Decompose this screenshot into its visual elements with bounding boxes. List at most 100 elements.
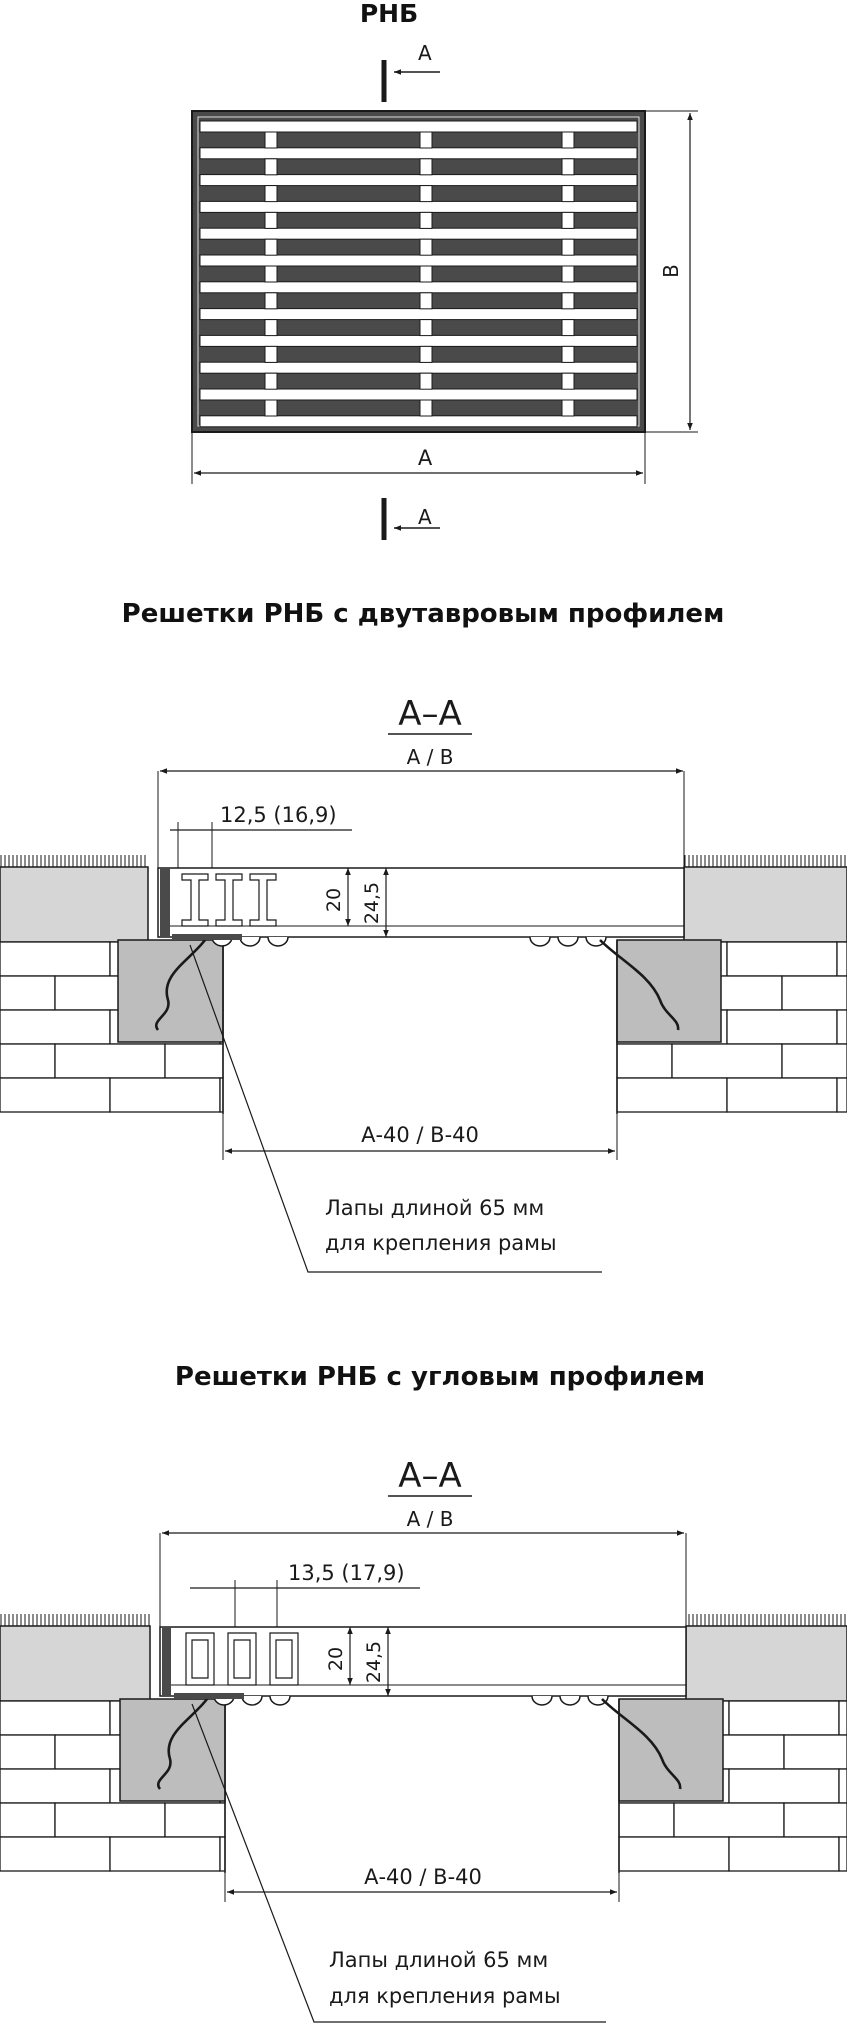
grille-crossbar-segment (264, 345, 278, 363)
section-marker-top-label: А (418, 41, 432, 65)
grille-slat (199, 200, 638, 213)
section1-h1: 20 (323, 888, 345, 912)
grille-crossbar-segment (561, 399, 575, 417)
brick (0, 1768, 111, 1804)
brick (0, 1734, 56, 1770)
lug-clip (557, 936, 579, 947)
grille-slat (199, 254, 638, 267)
section2-opening-dim: А-40 / В-40 (364, 1865, 482, 1889)
section2-fixing-lugs (157, 1693, 682, 1790)
grille-crossbar-segment (561, 265, 575, 283)
dimension-b: В (646, 110, 698, 433)
brick (836, 1077, 847, 1113)
brick (0, 1836, 111, 1872)
section-marker-top: А (381, 41, 440, 102)
brick (783, 1734, 847, 1770)
brick (0, 1009, 111, 1045)
grille-crossbar-segment (264, 292, 278, 310)
grille-crossbar-segment (561, 372, 575, 390)
grille-slat (199, 388, 638, 401)
brick (781, 975, 847, 1011)
grille-crossbar-segment (419, 265, 433, 283)
section2-pitch-dim: 13,5 (17,9) (288, 1561, 405, 1585)
fixing-lug (157, 1698, 209, 1790)
fixing-lug (601, 1698, 682, 1790)
grille-crossbar-segment (419, 319, 433, 337)
grille-crossbar-segment (264, 372, 278, 390)
lug-plate (172, 934, 242, 940)
brick (781, 1043, 847, 1079)
section2-drawing: А–А А / В 13,5 (17,9) 20 24,5 (0, 1456, 847, 2023)
brick (726, 941, 838, 977)
section-marker-bottom-label: А (418, 505, 432, 529)
grille-crossbars (264, 131, 575, 417)
section2-label: А–А (398, 1456, 462, 1496)
grille-crossbar-segment (561, 211, 575, 229)
lug-plate (174, 1693, 244, 1699)
brick (726, 1077, 838, 1113)
brick (0, 1077, 111, 1113)
brick (836, 941, 847, 977)
section1-note-line1: Лапы длиной 65 мм (325, 1196, 544, 1220)
grille-slat (199, 415, 638, 428)
brick (54, 1802, 166, 1838)
grille-frame (191, 110, 646, 433)
grille-crossbar-segment (561, 238, 575, 256)
brick (728, 1700, 840, 1736)
grille-crossbar-segment (264, 131, 278, 149)
section1-note-line2: для крепления рамы (325, 1231, 557, 1255)
grille-slat (199, 334, 638, 347)
brick (0, 941, 111, 977)
lug-clip (531, 1695, 553, 1706)
section1-opening-dim: А-40 / В-40 (361, 1123, 479, 1147)
brick (726, 1009, 838, 1045)
lug-clip (529, 936, 551, 947)
section1-title: Решетки РНБ с двутавровым профилем (122, 599, 725, 629)
dimension-a: А (191, 433, 646, 484)
dimension-a-label: А (418, 446, 433, 470)
section1-pitch-dim: 12,5 (16,9) (220, 803, 337, 827)
brick (616, 1043, 673, 1079)
brick (0, 1700, 111, 1736)
grille-slat (199, 227, 638, 240)
grille-crossbar-segment (264, 265, 278, 283)
brick (673, 1802, 785, 1838)
brick (838, 1768, 847, 1804)
section1-overall-dim-label: А / В (407, 745, 454, 769)
brick (728, 1836, 840, 1872)
grille-slat (199, 147, 638, 160)
lug-clip (267, 936, 289, 947)
grille-slat (199, 361, 638, 374)
section1-drawing: А–А А / В 12,5 (16,9) (0, 694, 847, 1273)
grille-crossbar-segment (561, 319, 575, 337)
brick (783, 1802, 847, 1838)
brick (164, 1043, 224, 1079)
brick (0, 975, 56, 1011)
section2-title: Решетки РНБ с угловым профилем (175, 1362, 705, 1392)
brick (54, 1043, 166, 1079)
grille-crossbar-segment (264, 185, 278, 203)
grille-crossbar-segment (419, 238, 433, 256)
brick (836, 1009, 847, 1045)
section2-h2: 24,5 (363, 1641, 385, 1683)
lug-clip (239, 936, 261, 947)
grille-slat (199, 174, 638, 187)
top-view-title: РНБ (360, 0, 418, 28)
grille-crossbar-segment (264, 319, 278, 337)
grille-crossbar-segment (264, 238, 278, 256)
grille-crossbar-segment (561, 292, 575, 310)
lug-clip (241, 1695, 263, 1706)
brick (728, 1768, 840, 1804)
brick (618, 1802, 675, 1838)
grille-crossbar-segment (264, 211, 278, 229)
grille-crossbar-segment (561, 131, 575, 149)
section1-h2: 24,5 (361, 882, 383, 924)
brick (109, 1077, 221, 1113)
grille-slat (199, 120, 638, 133)
grille-crossbar-segment (264, 158, 278, 176)
grille-crossbar-segment (419, 372, 433, 390)
section1-i-beam-profiles (181, 873, 277, 927)
brick (164, 1802, 226, 1838)
